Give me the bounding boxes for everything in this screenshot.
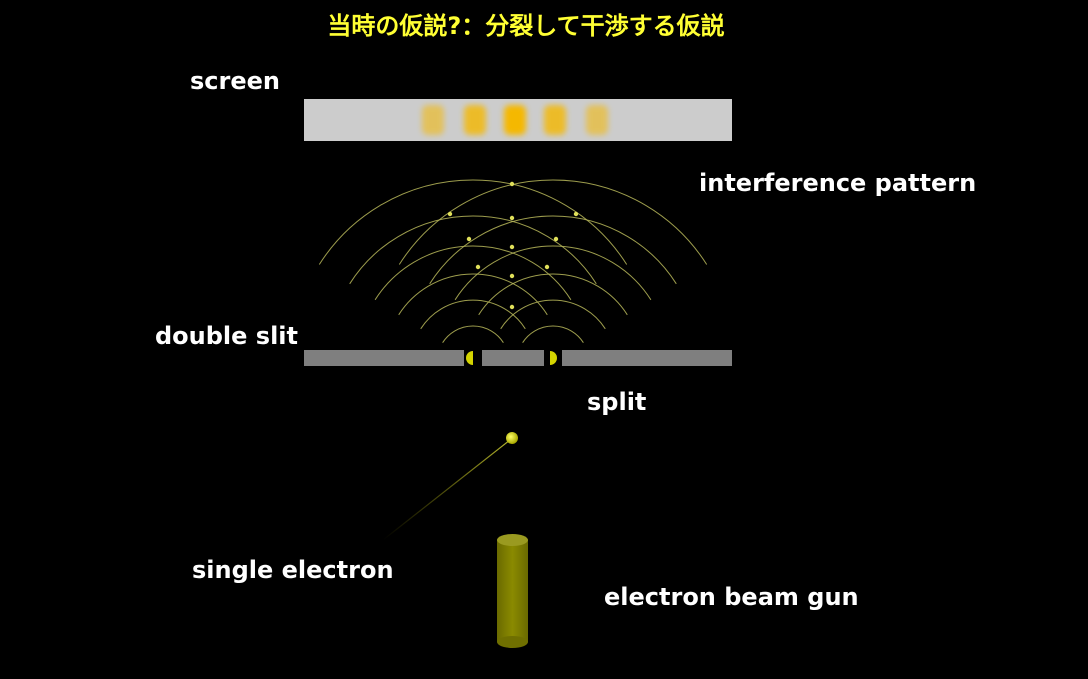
interference-waves [318,179,708,343]
wavefront-arc [420,299,526,330]
page-title: 当時の仮説?：分裂して干渉する仮説 [327,12,725,40]
electron-trail [382,439,511,541]
electron-gun-bottom [497,636,528,648]
wavefront-arc [318,179,628,265]
wavefront-arc [500,299,606,330]
interference-node [509,215,515,221]
wavefront-arc [442,325,504,343]
slit-barrier-left [304,350,464,366]
single-electron-label: single electron [192,556,394,584]
double-slit-label: double slit [155,322,299,350]
split-electron-half-right [550,351,557,365]
interference-fringe [422,105,444,135]
interference-node [509,304,515,310]
wavefront-arc [522,325,584,343]
interference-fringe [544,105,566,135]
slit-barrier-middle [482,350,544,366]
interference-node [553,236,559,242]
wavefront-arc [454,245,652,301]
interference-node [509,244,515,250]
wavefront-arc [349,215,597,285]
single-electron-dot [506,432,518,444]
electron-gun-body [497,540,528,642]
split-label: split [587,388,647,416]
interference-node [447,211,453,217]
detection-screen [304,99,732,141]
split-electron-half-left [466,351,473,365]
interference-node [475,264,481,270]
electron-gun-top [497,534,528,546]
slit-barrier-right [562,350,732,366]
interference-node [466,236,472,242]
wavefront-arc [398,273,548,316]
electron-beam-gun-label: electron beam gun [604,583,859,611]
interference-node [509,273,515,279]
screen-label: screen [190,67,280,95]
interference-nodes [447,181,579,310]
wavefront-arc [374,245,572,301]
interference-fringe [586,105,608,135]
interference-fringe [504,105,526,135]
wavefront-arc [398,179,708,265]
interference-node [544,264,550,270]
wavefront-arc [429,215,677,285]
interference-node [573,211,579,217]
interference-fringe [464,105,486,135]
wavefront-arc [478,273,628,316]
interference-node [509,181,515,187]
interference-pattern-label: interference pattern [699,169,977,197]
